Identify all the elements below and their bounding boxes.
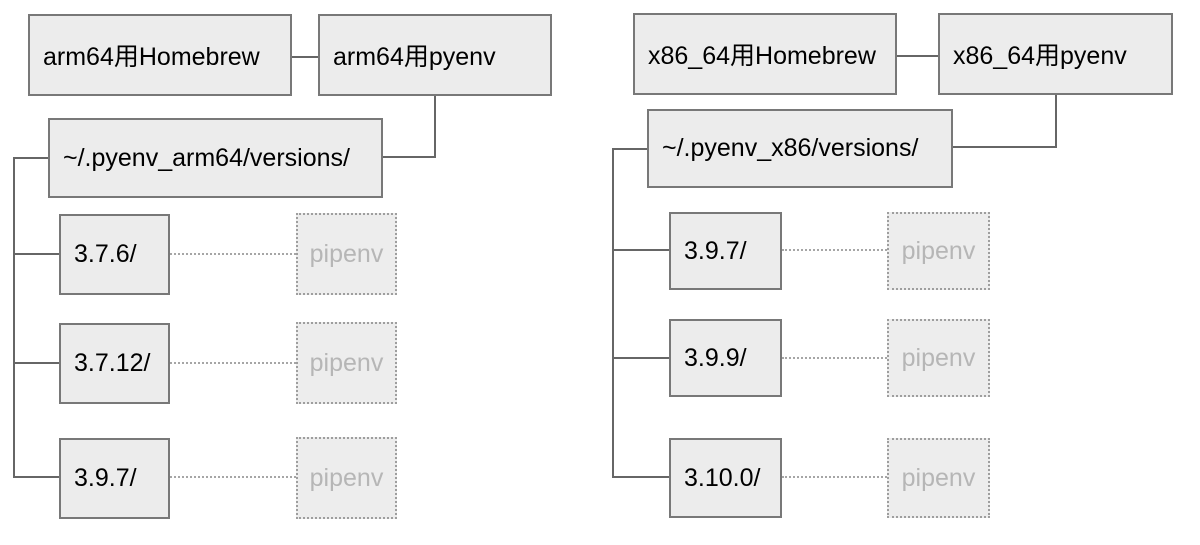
connector-x86-homebrew-pyenv [897,55,938,57]
connector-arm64-versions-stub [13,157,48,159]
node-homebrew-x86: x86_64用Homebrew [633,13,897,95]
connector-arm64-pyenv-down [434,96,436,157]
connector-arm64-bracket [13,157,15,477]
node-pipenv-x86-2: pipenv [887,438,990,518]
connector-x86-pyenv-versions [953,146,1057,148]
connector-x86-pyenv-down [1055,95,1057,147]
connector-x86-versions-stub [612,148,647,150]
node-pipenv-x86-0: pipenv [887,212,990,290]
node-homebrew-arm64: arm64用Homebrew [28,14,292,96]
node-version-x86-2: 3.10.0/ [669,438,782,518]
connector-arm64-child-1 [13,362,59,364]
connector-x86-child-0 [612,249,669,251]
node-versions-dir-x86: ~/.pyenv_x86/versions/ [647,109,953,188]
connector-x86-child-1 [612,357,669,359]
dotted-connector-arm64-1 [170,362,296,364]
connector-arm64-child-2 [13,476,59,478]
connector-arm64-homebrew-pyenv [292,56,318,58]
node-version-arm64-0: 3.7.6/ [59,214,170,295]
node-pipenv-x86-1: pipenv [887,319,990,397]
node-version-arm64-2: 3.9.7/ [59,438,170,519]
dotted-connector-arm64-2 [170,476,296,478]
node-version-x86-1: 3.9.9/ [669,319,782,397]
node-pipenv-arm64-0: pipenv [296,213,397,295]
dotted-connector-x86-0 [782,249,887,251]
node-version-arm64-1: 3.7.12/ [59,323,170,404]
connector-x86-child-2 [612,476,669,478]
connector-arm64-child-0 [13,253,59,255]
connector-x86-bracket [612,148,614,478]
node-pipenv-arm64-2: pipenv [296,437,397,519]
node-version-x86-0: 3.9.7/ [669,212,782,290]
node-versions-dir-arm64: ~/.pyenv_arm64/versions/ [48,118,383,198]
connector-arm64-pyenv-versions [383,156,436,158]
dotted-connector-arm64-0 [170,253,296,255]
node-pyenv-x86: x86_64用pyenv [938,13,1173,95]
dotted-connector-x86-1 [782,357,887,359]
node-pipenv-arm64-1: pipenv [296,322,397,404]
dotted-connector-x86-2 [782,476,887,478]
node-pyenv-arm64: arm64用pyenv [318,14,552,96]
